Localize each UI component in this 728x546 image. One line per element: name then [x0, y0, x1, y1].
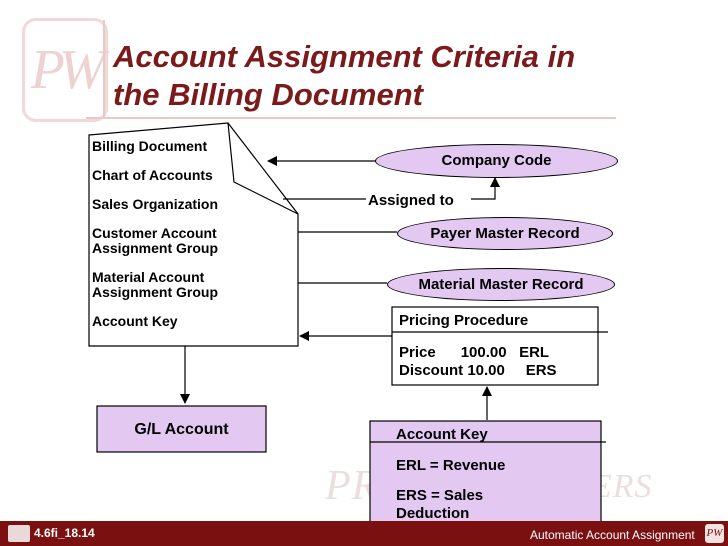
company-code-oval: Company Code [375, 144, 618, 178]
pricing-procedure-title: Pricing Procedure [399, 312, 529, 329]
assigned-to-label: Assigned to [368, 192, 454, 209]
doc-item-customer-account-group: Customer Account Assignment Group [92, 225, 219, 256]
pw-logo: PW [22, 18, 108, 122]
slide-code: 4.6fi_18.14 [34, 526, 95, 540]
pw-logo-small: PW [705, 524, 724, 543]
document-icon [8, 525, 30, 542]
gl-account-box [96, 405, 267, 453]
pricing-row-discount: Discount 10.00 ERS [399, 362, 557, 379]
material-master-oval: Material Master Record [387, 268, 615, 301]
billing-document-shape [88, 122, 299, 347]
account-key-erl: ERL = Revenue [396, 457, 506, 474]
doc-item-sales-organization: Sales Organization [92, 196, 219, 212]
title-rule-vertical [103, 20, 105, 118]
footer-caption: Automatic Account Assignment [530, 528, 695, 542]
account-key-box [369, 420, 602, 524]
gl-account-label: G/L Account [134, 421, 229, 438]
pricing-row-price: Price 100.00 ERL [399, 344, 550, 361]
footer-bar [0, 521, 728, 546]
account-key-ers: ERS = Sales Deduction [396, 487, 484, 522]
payer-master-oval: Payer Master Record [397, 217, 613, 250]
doc-item-chart-of-accounts: Chart of Accounts [92, 167, 213, 183]
slide-title-line-2: the Billing Document [113, 77, 423, 112]
account-key-title: Account Key [396, 426, 488, 443]
pricing-procedure-box [391, 306, 599, 386]
arrow-assigned-to-up [471, 177, 500, 200]
slide-title-line-1: Account Assignment Criteria in [113, 39, 576, 74]
doc-item-billing-document: Billing Document [92, 138, 208, 154]
doc-item-material-account-group: Material Account Assignment Group [92, 269, 219, 300]
document-fold [227, 122, 299, 215]
title-rule-horizontal [86, 117, 616, 119]
slide-title: Account Assignment Criteria in the Billi… [113, 38, 713, 114]
doc-item-account-key: Account Key [92, 313, 178, 329]
